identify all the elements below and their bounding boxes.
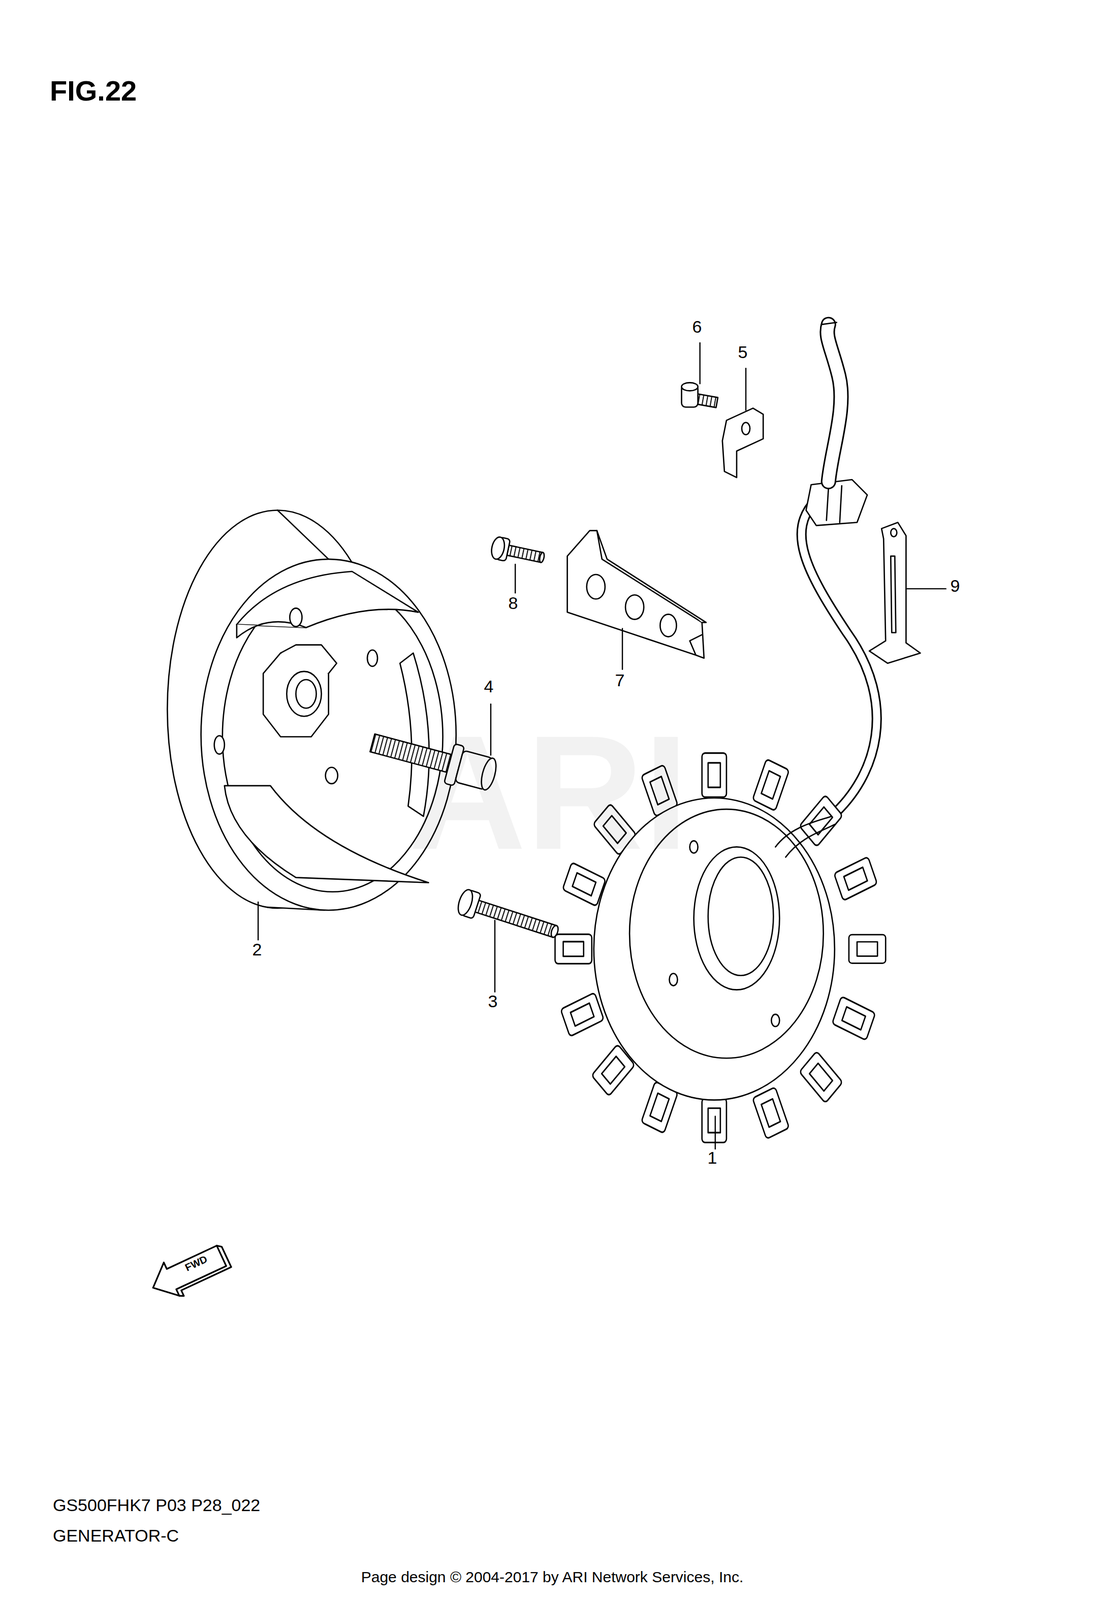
drawing-code: GS500FHK7 P03 P28_022: [52, 1496, 261, 1515]
small-bolt-drawing: [681, 382, 718, 408]
watermark: ARI: [408, 703, 689, 882]
lead-wire-drawing: [801, 322, 877, 817]
stator-bolt-drawing: [455, 888, 562, 945]
callout-number: 8: [508, 593, 519, 613]
callout-number: 4: [484, 677, 494, 697]
callout-number: 6: [692, 317, 703, 337]
leader-lines: [258, 342, 946, 1150]
screw-drawing: [489, 535, 547, 570]
callout-number: 3: [488, 992, 498, 1012]
direction-label: FWD: [183, 1253, 210, 1274]
figure-title: FIG.22: [49, 75, 137, 107]
fwd-arrow-symbol: [145, 1237, 234, 1307]
callout-number: 7: [615, 671, 625, 690]
wire-clamp-drawing: [869, 522, 921, 664]
drawing-name: GENERATOR-C: [52, 1526, 179, 1546]
callout-number: 1: [707, 1148, 718, 1168]
clamp-plate-drawing: [722, 408, 764, 479]
bracket-drawing: [567, 530, 707, 659]
callout-number: 5: [738, 342, 748, 362]
copyright-note: Page design © 2004-2017 by ARI Network S…: [361, 1568, 744, 1586]
callout-number: 2: [252, 940, 263, 960]
callout-number: 9: [950, 576, 961, 596]
